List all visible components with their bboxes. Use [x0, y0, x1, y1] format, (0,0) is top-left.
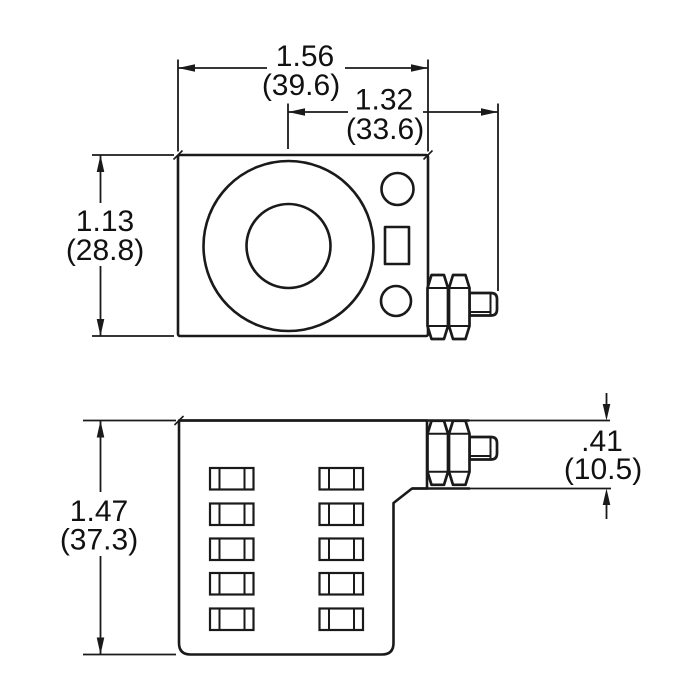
arrowhead-down	[96, 637, 105, 655]
dimension-center-to-thread-end: 1.32 (33.6)	[287, 84, 499, 291]
conduit-nut-top-view	[426, 273, 471, 341]
arrowhead-up	[602, 488, 611, 505]
arrowhead-right	[481, 108, 498, 116]
terminal-slot	[208, 571, 255, 596]
bottom-view	[177, 419, 611, 656]
terminal-window	[383, 225, 411, 266]
dimension-body-height: 1.13 (28.8)	[66, 154, 174, 337]
dimension-connector-drop: .41 (10.5)	[564, 393, 642, 519]
dim-overall-height-in: 1.47	[70, 495, 128, 528]
mounting-hole-bottom	[379, 284, 413, 318]
corner-tick	[173, 415, 185, 426]
terminal-slot	[318, 466, 365, 491]
dimension-overall-height: 1.47 (37.3)	[60, 419, 176, 656]
terminal-slot	[208, 466, 255, 491]
terminal-slot	[208, 502, 255, 527]
mounting-hole-top	[380, 171, 415, 207]
arrowhead-up	[96, 420, 105, 438]
arrowhead-right	[411, 64, 428, 72]
terminal-slot	[318, 571, 365, 596]
dim-connector-drop-mm: (10.5)	[564, 453, 642, 486]
dimension-overall-width: 1.56 (39.6)	[177, 40, 429, 152]
terminal-slot	[208, 607, 255, 632]
terminal-slot	[208, 537, 255, 562]
arrowhead-down	[96, 319, 105, 336]
dim-overall-width-in: 1.56	[276, 40, 334, 73]
top-view	[176, 153, 499, 341]
dim-connector-drop-in: .41	[581, 425, 623, 458]
terminal-slot	[318, 607, 365, 632]
dim-center-to-thread-mm: (33.6)	[346, 113, 424, 146]
bore-inner-circle	[245, 202, 332, 290]
conduit-thread-top-view	[468, 291, 499, 317]
conduit-thread-bottom-view	[468, 435, 499, 461]
dim-body-height-mm: (28.8)	[66, 234, 144, 267]
terminal-slot	[318, 502, 365, 527]
arrowhead-up	[96, 155, 105, 172]
dim-body-height-in: 1.13	[76, 205, 134, 238]
corner-tick	[422, 149, 434, 161]
dim-center-to-thread-in: 1.32	[355, 84, 413, 117]
arrowhead-left	[288, 108, 305, 116]
conduit-nut-bottom-view	[426, 419, 471, 487]
dim-overall-height-mm: (37.3)	[60, 524, 138, 557]
arrowhead-down	[602, 404, 611, 421]
terminal-slot	[318, 537, 365, 562]
dim-overall-width-mm: (39.6)	[262, 69, 340, 102]
corner-tick	[172, 149, 184, 161]
arrowhead-left	[178, 64, 195, 72]
